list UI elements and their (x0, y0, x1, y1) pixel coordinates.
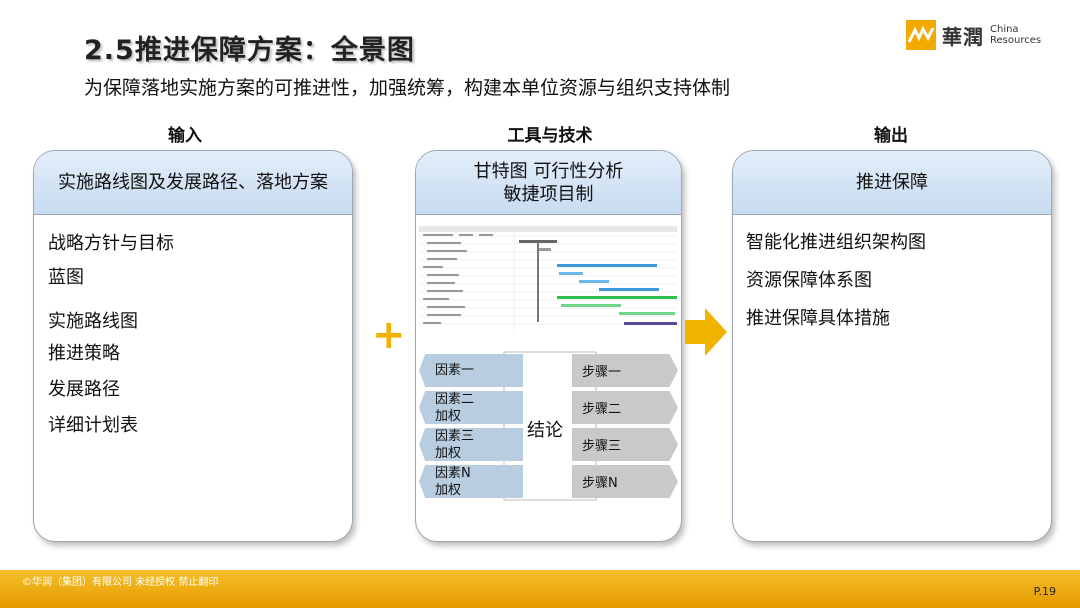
output-item-resource-system: 资源保障体系图 (746, 270, 872, 291)
output-column-heading: 输出 (874, 126, 908, 146)
logo-mountain-icon (906, 20, 936, 50)
tools-panel-head: 甘特图 可行性分析 敏捷项目制 (416, 151, 681, 215)
input-item-schedule: 详细计划表 (48, 415, 138, 436)
output-panel: 推进保障 (732, 150, 1052, 542)
company-logo: 華潤 China Resources (906, 20, 1041, 50)
conclusion-label: 结论 (527, 420, 563, 441)
step-3: 步骤三 (572, 428, 678, 461)
step-n: 步骤N (572, 465, 678, 498)
output-item-org-chart: 智能化推进组织架构图 (746, 232, 926, 253)
factor-1: 因素一 (419, 354, 523, 387)
input-item-roadmap: 实施路线图 (48, 311, 138, 332)
output-panel-head: 推进保障 (733, 151, 1051, 215)
step-2: 步骤二 (572, 391, 678, 424)
input-item-blueprint: 蓝图 (48, 267, 84, 288)
tools-head-line1: 甘特图 可行性分析 (473, 160, 624, 182)
page-title: 2.5推进保障方案：全景图 (84, 35, 415, 66)
factor-2: 因素二 加权 (419, 391, 523, 424)
tools-column-heading: 工具与技术 (507, 126, 593, 146)
plus-icon: + (372, 312, 406, 358)
tools-head-line2: 敏捷项目制 (503, 183, 594, 205)
footer-bar (0, 570, 1080, 608)
gantt-chart-image (419, 226, 677, 334)
input-item-tactics: 推进策略 (48, 343, 120, 364)
logo-english-text: China Resources (990, 24, 1042, 46)
input-panel-head: 实施路线图及发展路径、落地方案 (34, 151, 352, 215)
page-subtitle: 为保障落地实施方案的可推进性，加强统筹，构建本单位资源与组织支持体制 (84, 77, 731, 99)
input-item-path: 发展路径 (48, 379, 120, 400)
footer-copyright: ©华润（集团）有限公司 未经授权 禁止翻印 (22, 577, 219, 588)
factor-n: 因素N 加权 (419, 465, 523, 498)
page-number: P.19 (1033, 585, 1056, 598)
right-arrow-icon (685, 308, 727, 356)
step-1: 步骤一 (572, 354, 678, 387)
input-item-strategy: 战略方针与目标 (48, 233, 174, 254)
output-item-measures: 推进保障具体措施 (746, 308, 890, 329)
input-column-heading: 输入 (168, 126, 202, 146)
logo-chinese-text: 華潤 (942, 24, 984, 49)
factor-3: 因素三 加权 (419, 428, 523, 461)
input-panel: 实施路线图及发展路径、落地方案 (33, 150, 353, 542)
